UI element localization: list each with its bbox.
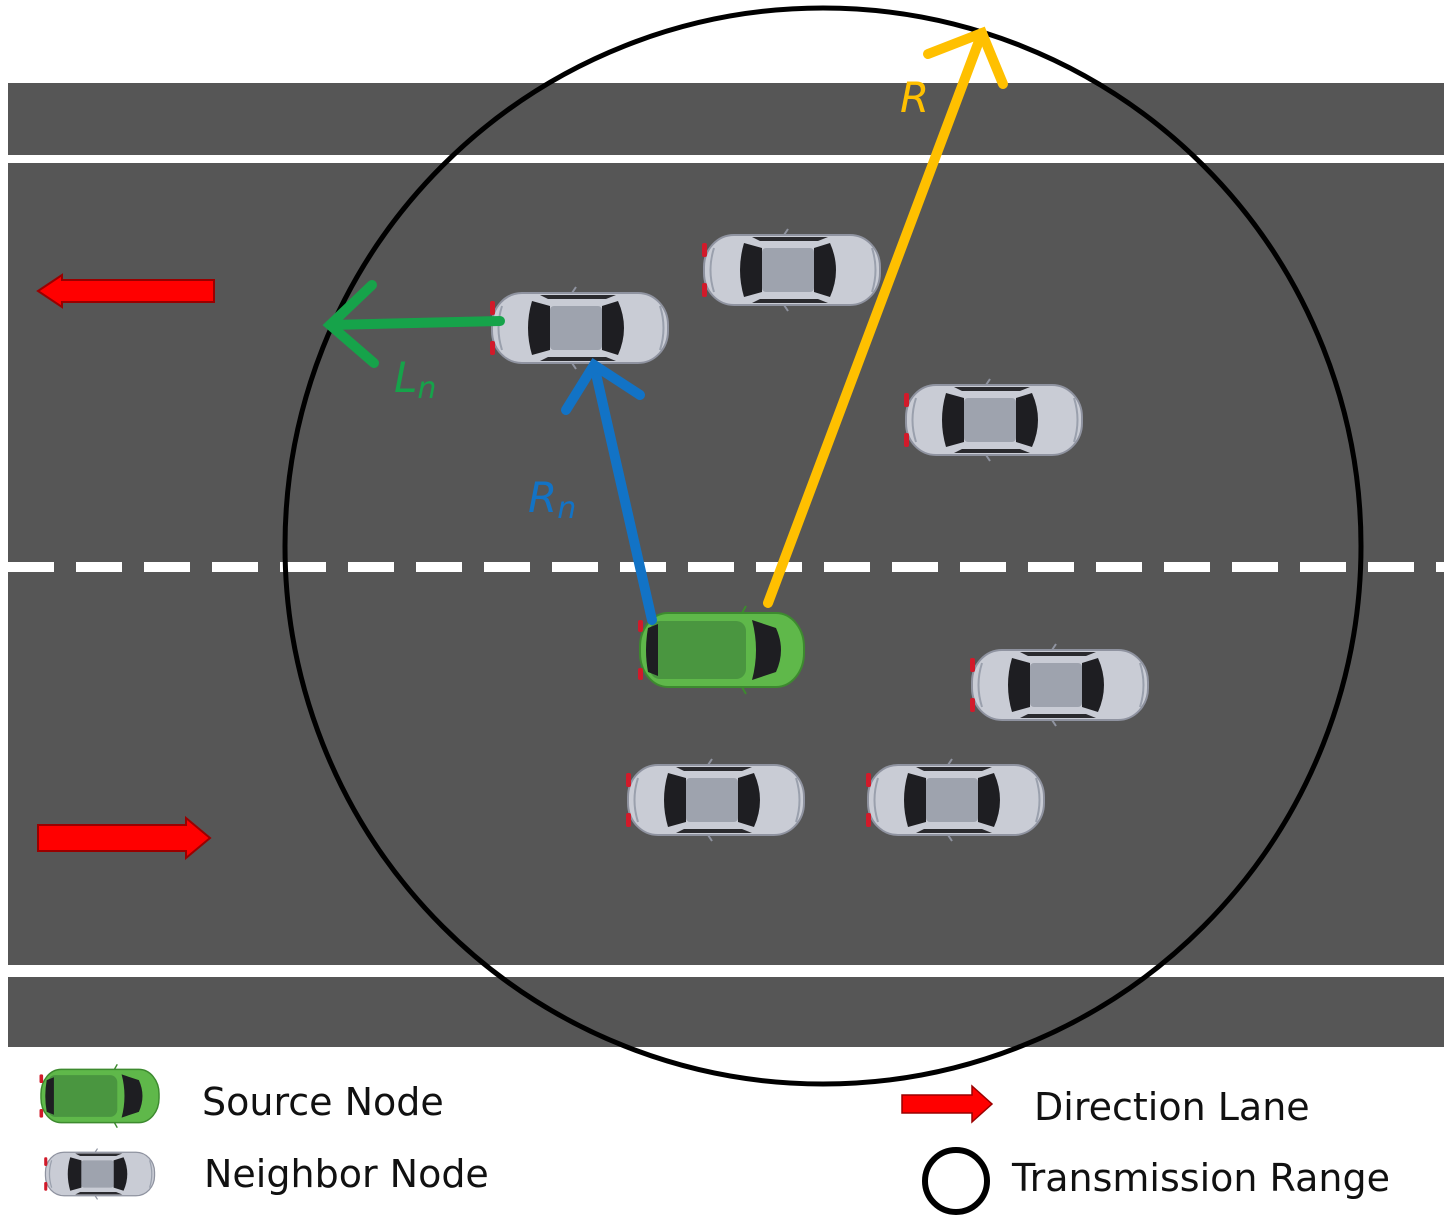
circle-icon xyxy=(922,1147,990,1215)
neighbor-node-car xyxy=(625,758,805,842)
vector-Ln xyxy=(322,280,505,368)
direction-arrow-left xyxy=(36,273,215,309)
vector-R-label: R xyxy=(900,73,929,122)
neighbor-node-car xyxy=(865,758,1045,842)
neighbor-node-car xyxy=(489,286,669,370)
neighbor-node-car xyxy=(969,643,1149,727)
gray-car-icon xyxy=(43,1147,156,1201)
vector-Rn-label: Rn xyxy=(528,473,576,526)
legend-direction-lane: Direction Lane xyxy=(1034,1085,1310,1129)
legend-neighbor-node: Neighbor Node xyxy=(204,1152,489,1196)
direction-arrow-right xyxy=(37,815,212,861)
green-car-icon xyxy=(38,1063,160,1129)
vector-R xyxy=(763,26,1008,608)
neighbor-node-car xyxy=(701,228,881,312)
neighbor-node-car xyxy=(903,378,1083,462)
shoulder-bottom xyxy=(8,977,1444,1047)
source-node-car xyxy=(637,605,805,695)
red-arrow-icon xyxy=(901,1084,994,1124)
legend-source-node: Source Node xyxy=(202,1080,444,1124)
shoulder-top xyxy=(8,83,1444,155)
transmission-range-circle xyxy=(282,5,1364,1087)
vector-Rn xyxy=(561,358,657,625)
legend-transmission-range: Transmission Range xyxy=(1012,1156,1390,1200)
vector-Ln-label: Ln xyxy=(394,353,436,406)
